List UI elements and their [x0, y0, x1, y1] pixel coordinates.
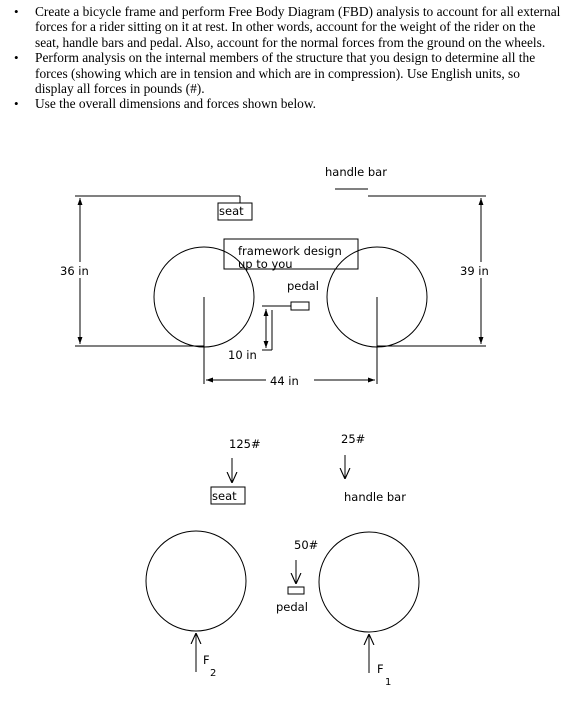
- seat-label: seat: [219, 204, 244, 218]
- handle-bar-label: handle bar: [325, 165, 387, 179]
- dimension-10-label: 10 in: [228, 348, 257, 362]
- pedal-label-fbd: pedal: [276, 600, 308, 614]
- f2-subscript: 2: [210, 668, 216, 679]
- rear-wheel-fbd: [145, 530, 247, 632]
- seat-box-fbd: [210, 486, 246, 505]
- pedal-box: [290, 301, 310, 311]
- seat-box: [217, 202, 253, 221]
- dimension-44-label: 44 in: [270, 374, 299, 388]
- f2-label: F: [203, 653, 210, 667]
- handle-bar-label-fbd: handle bar: [344, 490, 406, 504]
- framework-label-line2: up to you: [238, 257, 293, 271]
- instruction-list: Create a bicycle frame and perform Free …: [0, 4, 575, 112]
- seat-force-label: 125#: [229, 437, 261, 451]
- instruction-item-3: Use the overall dimensions and forces sh…: [0, 96, 575, 112]
- instruction-item-2: Perform analysis on the internal members…: [0, 50, 575, 96]
- handle-force-label: 25#: [341, 432, 365, 446]
- f1-label: F: [377, 662, 384, 676]
- f1-subscript: 1: [385, 677, 391, 688]
- dimension-36-label: 36 in: [60, 264, 89, 278]
- seat-label-fbd: seat: [212, 489, 237, 503]
- instruction-item-1: Create a bicycle frame and perform Free …: [0, 4, 575, 50]
- framework-label-line1: framework design: [238, 244, 342, 258]
- pedal-box-fbd: [287, 586, 305, 595]
- pedal-label: pedal: [287, 279, 319, 293]
- free-body-diagram: 125# seat 25# handle bar 50# pedal F 2 F…: [145, 432, 420, 688]
- pedal-force-label: 50#: [294, 538, 318, 552]
- dimension-39-label: 39 in: [460, 264, 489, 278]
- dimension-diagram: handle bar seat framework design up to y…: [52, 165, 505, 388]
- front-wheel-fbd: [318, 531, 420, 633]
- framework-box: [223, 238, 359, 270]
